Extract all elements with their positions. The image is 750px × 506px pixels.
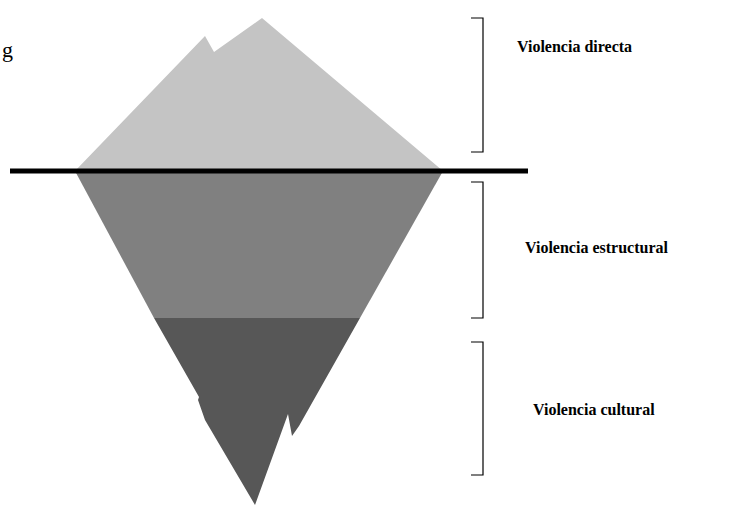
level-label: Violencia cultural bbox=[533, 401, 655, 419]
cropped-letter: g bbox=[2, 38, 13, 62]
iceberg-tip bbox=[75, 18, 443, 171]
bracket bbox=[471, 18, 483, 152]
bracket bbox=[471, 342, 483, 475]
bracket bbox=[471, 182, 483, 318]
iceberg-middle bbox=[75, 171, 443, 318]
level-label: Violencia estructural bbox=[525, 239, 668, 257]
level-label: Violencia directa bbox=[517, 38, 632, 56]
iceberg-bottom bbox=[154, 318, 360, 505]
water-line bbox=[10, 169, 528, 174]
